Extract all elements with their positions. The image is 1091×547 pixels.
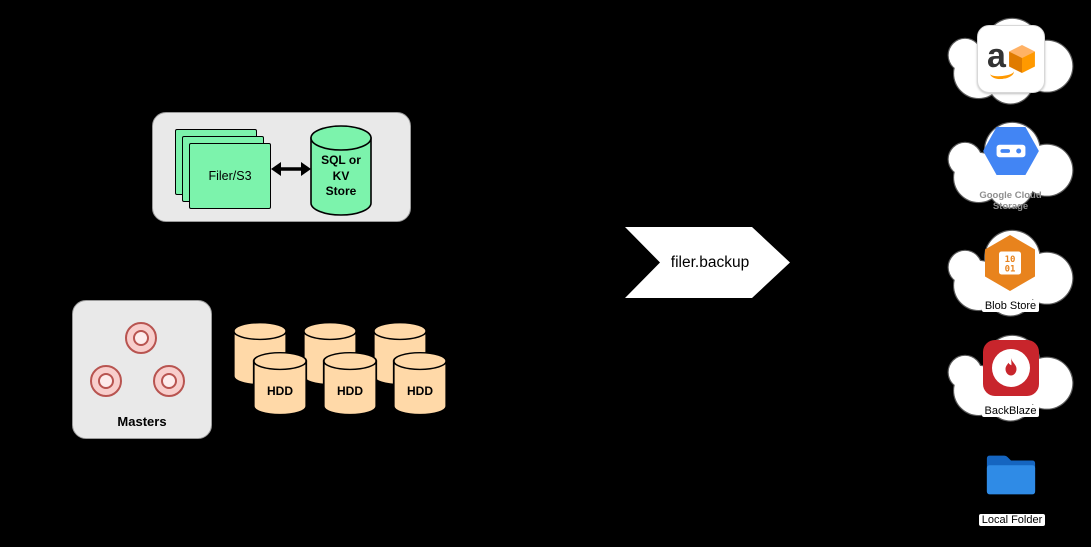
backblaze-flame-icon (1005, 358, 1017, 376)
filer-label: Filer/S3 (208, 169, 252, 183)
blob-store-hexagon-icon: 10 01 (985, 235, 1035, 291)
masters-box: Masters (72, 300, 212, 439)
backblaze-tile-icon (983, 340, 1039, 396)
master-node-icon (90, 365, 122, 397)
hdd-cylinder-front: HDD (322, 351, 378, 416)
local-folder-icon (986, 455, 1036, 495)
filer-card-front: Filer/S3 (189, 143, 271, 209)
master-node-icon (153, 365, 185, 397)
filer-backup-banner: filer.backup (615, 220, 805, 305)
cloud-blob-store: 10 01 Blob Store (933, 220, 1088, 320)
masters-label: Masters (117, 414, 167, 429)
aws-letter: a (987, 37, 1006, 75)
hdd-label: HDD (267, 384, 293, 398)
hdd-label: HDD (337, 384, 363, 398)
aws-s3-icon: a (977, 25, 1045, 93)
backblaze-circle (992, 349, 1030, 387)
hdd-label: HDD (407, 384, 433, 398)
master-node-icon (125, 322, 157, 354)
hdd-cylinder-front: HDD (392, 351, 448, 416)
cloud-backblaze: BackBlaze (933, 325, 1088, 425)
filer-cluster-box: Filer/S3 SQL or KV Store (152, 112, 411, 222)
hdd-cylinder-front: HDD (252, 351, 308, 416)
arrow-banner-shape (625, 227, 790, 298)
bidirectional-arrow-icon (271, 162, 311, 176)
filer-stack: Filer/S3 (175, 129, 271, 209)
local-folder-label: Local Folder (960, 514, 1064, 526)
local-folder-destination: Local Folder (960, 448, 1064, 534)
blob-store-label: Blob Store (933, 300, 1088, 312)
sql-kv-store-label: SQL or KV Store (321, 153, 361, 199)
filer-backup-label: filer.backup (670, 253, 750, 271)
blob-digits-bottom: 01 (1005, 265, 1016, 275)
cloud-amazon-s3: a (933, 8, 1088, 108)
gcs-hexagon-icon (983, 126, 1039, 176)
sql-kv-store-cylinder: SQL or KV Store (309, 125, 373, 217)
cloud-google-cloud-storage: Google Cloud Storage (933, 112, 1088, 212)
gcs-label: Google Cloud Storage (979, 190, 1042, 213)
backblaze-label: BackBlaze (933, 405, 1088, 417)
aws-cube-icon (1009, 45, 1035, 73)
blob-digits-top: 10 (1005, 255, 1016, 265)
